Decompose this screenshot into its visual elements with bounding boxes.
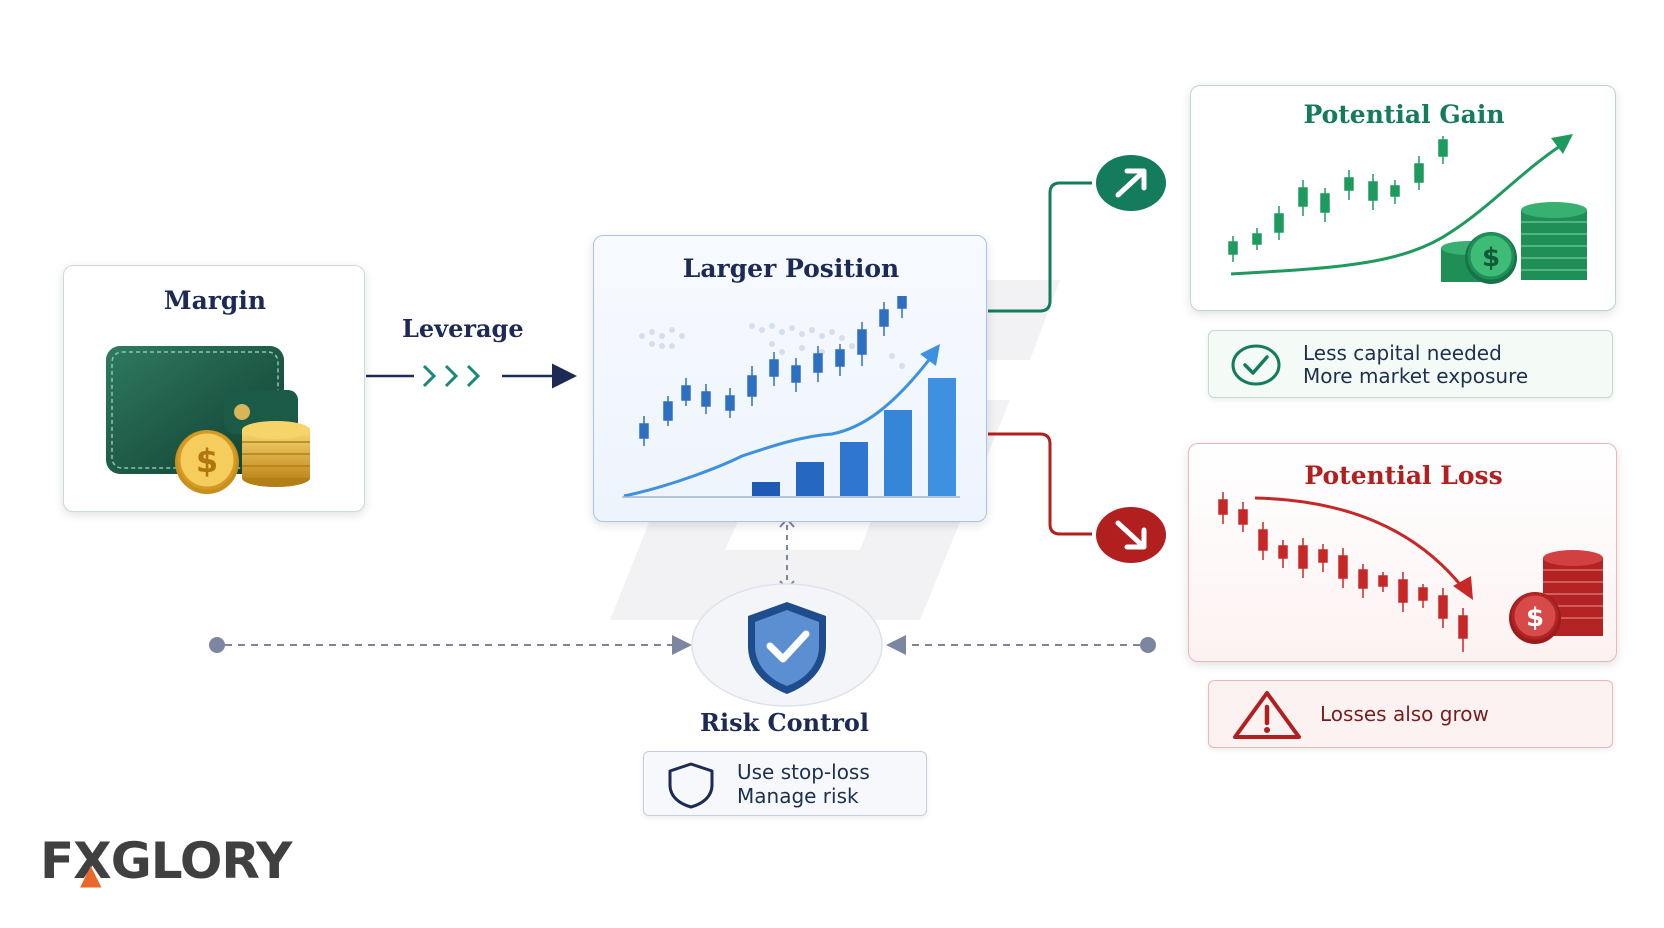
falling-candles-icon: $ bbox=[1218, 492, 1603, 652]
larger-position-title: Larger Position bbox=[682, 254, 900, 283]
loss-note-text: Losses also grow bbox=[1320, 702, 1489, 726]
risk-note: Use stop-loss Manage risk bbox=[643, 751, 927, 816]
brand-logo-fx: FX bbox=[40, 832, 112, 890]
potential-gain-card: Potential Gain $ bbox=[1190, 85, 1616, 311]
arrow-down-right-icon bbox=[1096, 507, 1166, 563]
margin-title: Margin bbox=[163, 286, 267, 315]
brand-logo-accent-icon: ▲ bbox=[80, 858, 102, 891]
rising-candles-icon: $ bbox=[1228, 134, 1587, 284]
wallet-coins-icon: $ bbox=[106, 346, 310, 494]
brand-logo-glory: GLORY bbox=[110, 832, 293, 890]
arrow-up-right-icon bbox=[1096, 155, 1166, 211]
brand-logo: FX▲GLORY bbox=[40, 832, 293, 891]
potential-loss-card: Potential Loss $ bbox=[1188, 443, 1617, 662]
gain-note-line2: More market exposure bbox=[1303, 364, 1529, 388]
loss-note: Losses also grow bbox=[1208, 680, 1613, 748]
svg-text:$: $ bbox=[1526, 603, 1544, 633]
gain-note-line1: Less capital needed bbox=[1303, 341, 1502, 365]
risk-note-line2: Manage risk bbox=[737, 784, 859, 808]
risk-control-title: Risk Control bbox=[700, 708, 869, 737]
shield-check-icon bbox=[691, 583, 883, 707]
check-circle-icon bbox=[1231, 344, 1281, 386]
risk-note-line1: Use stop-loss bbox=[737, 760, 870, 784]
larger-position-card: Larger Position bbox=[593, 235, 987, 522]
potential-loss-title: Potential Loss bbox=[1304, 461, 1503, 490]
margin-card: Margin $ bbox=[63, 265, 365, 512]
warning-triangle-icon bbox=[1233, 691, 1301, 739]
svg-text:$: $ bbox=[196, 442, 218, 480]
leverage-label: Leverage bbox=[402, 314, 524, 343]
candlestick-bar-chart-icon bbox=[622, 296, 960, 498]
potential-gain-title: Potential Gain bbox=[1303, 100, 1505, 129]
svg-text:$: $ bbox=[1482, 243, 1500, 273]
shield-outline-icon bbox=[668, 762, 714, 809]
gain-note: Less capital needed More market exposure bbox=[1208, 330, 1613, 398]
